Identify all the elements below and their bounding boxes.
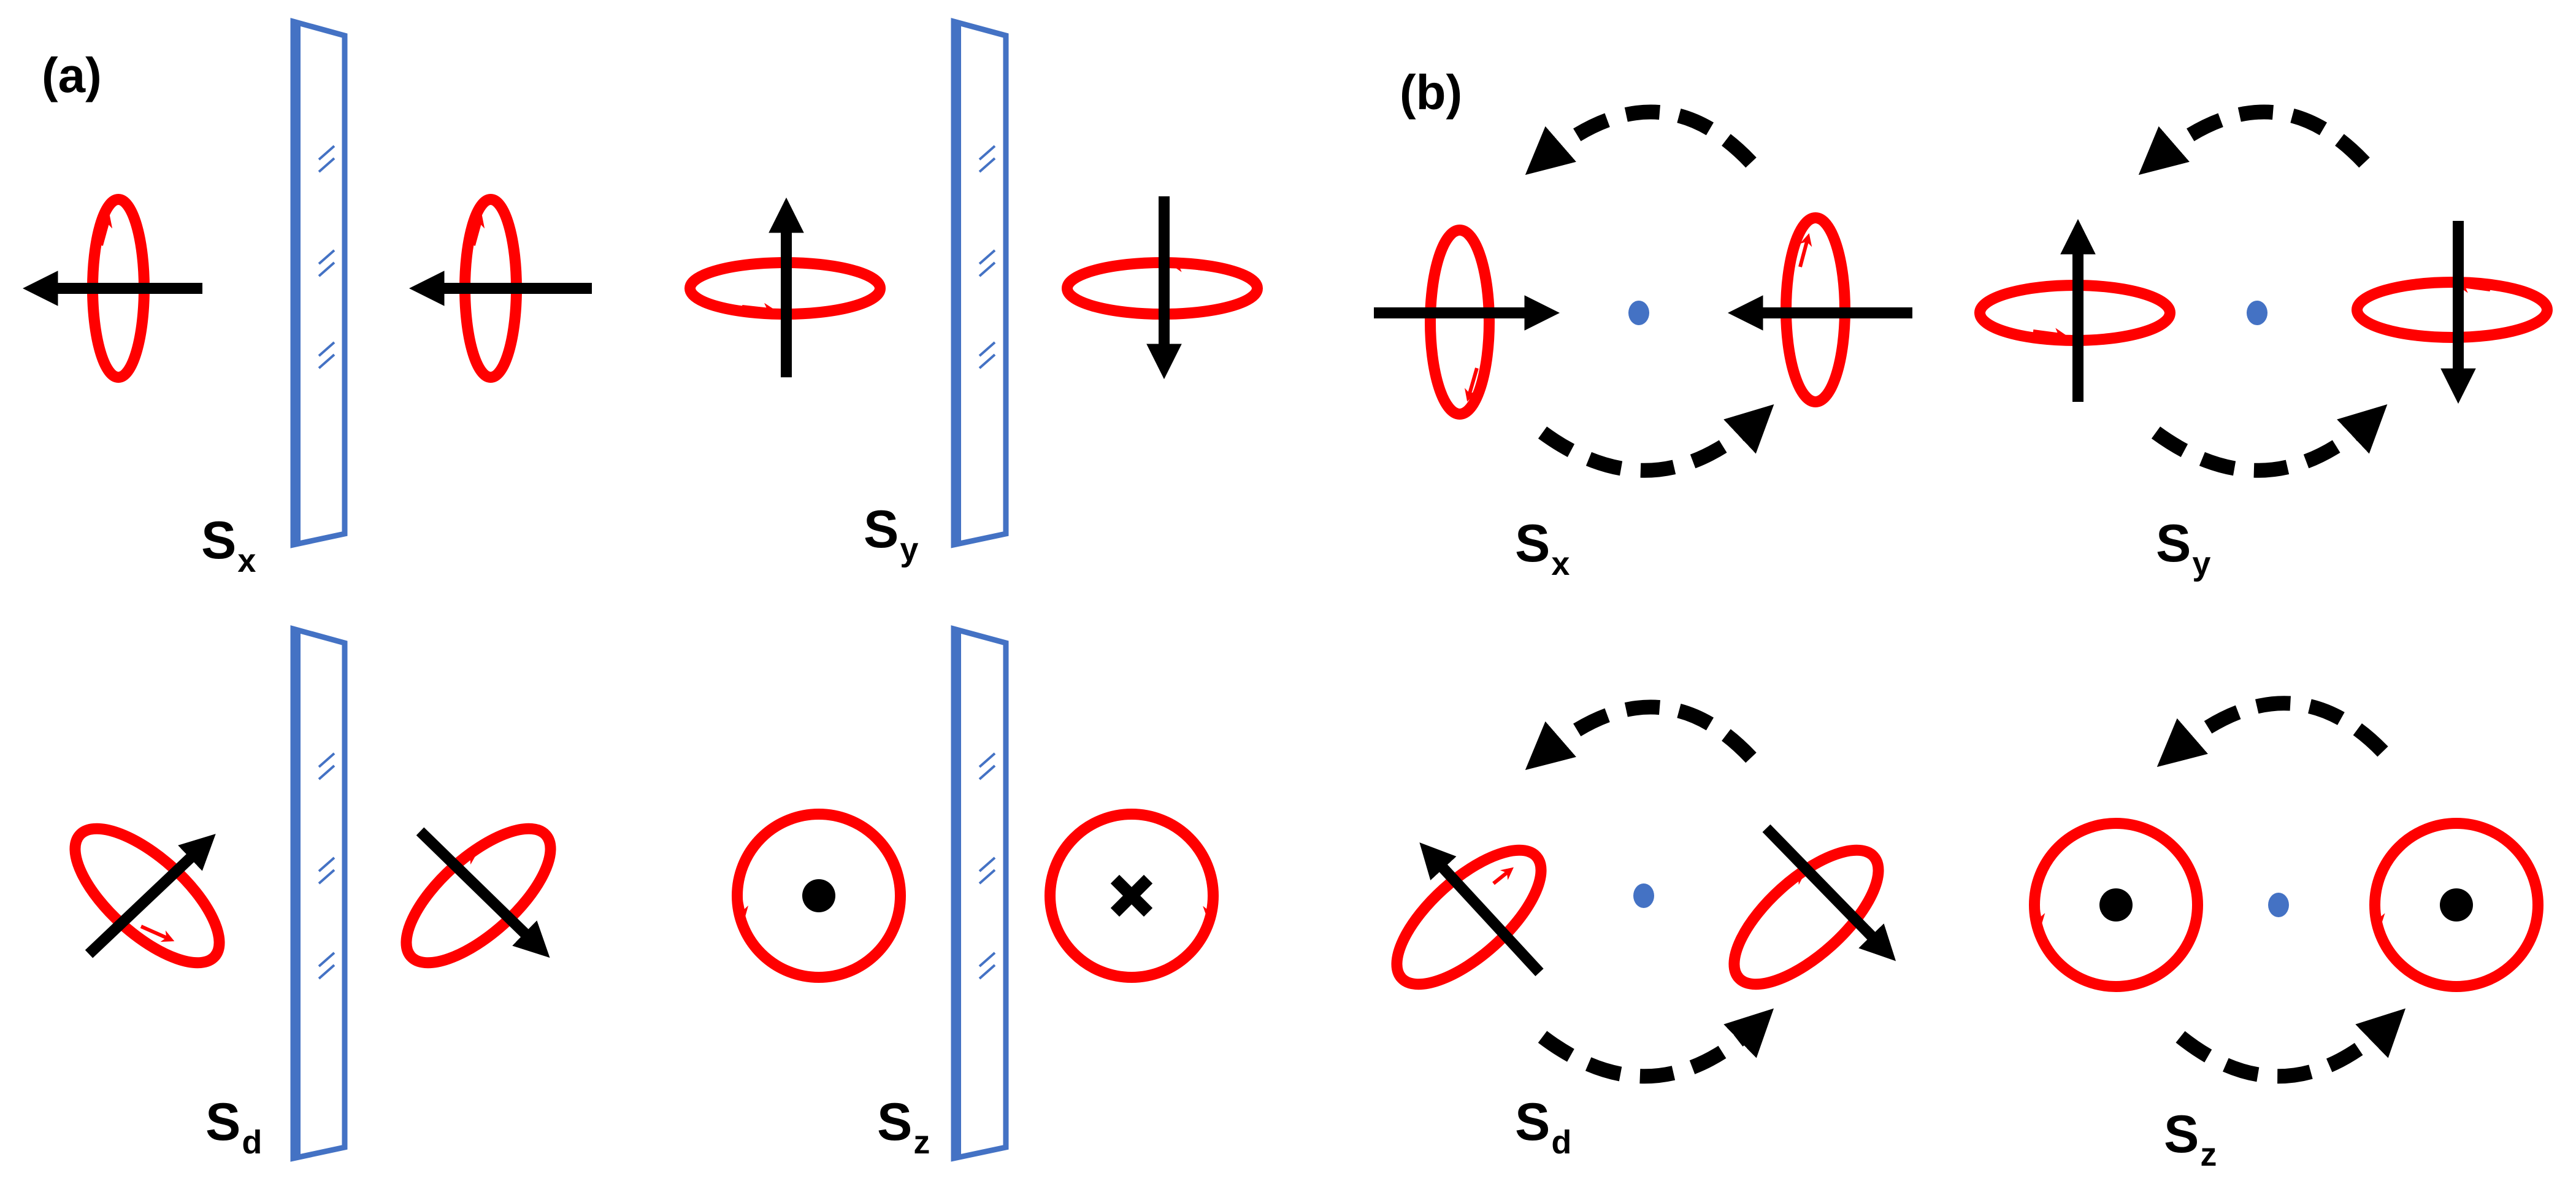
out-of-plane-dot-icon [2099,888,2133,922]
label-a-sy: Sy [864,500,918,568]
spin-b-z-left [2029,818,2203,992]
wave-plate-a-top-right [951,18,1009,548]
spin-b-y-right [2352,221,2553,404]
label-a-sz: Sz [877,1093,930,1161]
exchange-arrow-b-y-bottom [2151,404,2388,478]
label-b-sd: Sd [1515,1093,1571,1161]
center-dot-b-y [2247,301,2267,325]
panel-b-label: (b) [1400,65,1462,120]
spin-a-z-right [1045,809,1219,983]
label-b-sx: Sx [1515,514,1570,582]
center-dot-b-d [1633,883,1654,908]
spin-a-x-left [22,194,202,383]
center-dot-b-x [1628,301,1649,325]
exchange-arrows [1525,104,2406,1084]
exchange-arrow-b-d-bottom [1538,1008,1774,1084]
into-plane-cross-icon [1110,874,1153,917]
spin-a-y-right [1062,196,1263,380]
spin-b-y-left [1974,218,2175,402]
wave-plate-a-bottom-left [290,625,348,1162]
wave-plate-a-top-left [290,18,348,548]
spin-a-y-left [684,197,886,377]
panel-a: (a) [22,18,1263,1162]
label-a-sx: Sx [201,511,256,579]
panel-a-label: (a) [42,48,102,102]
spin-a-x-right [408,194,592,383]
label-a-sd: Sd [205,1093,262,1161]
panel-b: (b) [1374,65,2553,1173]
center-dots [1628,301,2289,917]
spin-a-d-left [69,823,225,969]
spin-b-z-right [2369,818,2543,992]
exchange-arrow-b-y-top [2138,104,2370,175]
wave-plate-a-bottom-right [951,625,1009,1162]
label-b-sy: Sy [2156,514,2210,582]
spin-a-d-right [401,823,556,969]
exchange-arrow-b-z-bottom [2175,1008,2406,1084]
spin-a-z-left [732,809,906,983]
exchange-arrow-b-d-top [1525,699,1757,771]
center-dot-b-z [2268,893,2289,917]
spin-b-d-left [1391,842,1547,990]
spin-b-x-right [1727,212,1912,407]
label-b-sz: Sz [2164,1105,2217,1173]
out-of-plane-dot-icon [802,879,835,912]
spin-b-x-left [1374,225,1560,420]
exchange-arrow-b-z-top [2156,696,2388,768]
out-of-plane-dot-icon [2440,888,2473,922]
spin-b-d-right [1728,824,1896,990]
exchange-arrow-b-x-top [1525,104,1757,175]
exchange-arrow-b-x-bottom [1538,404,1774,478]
